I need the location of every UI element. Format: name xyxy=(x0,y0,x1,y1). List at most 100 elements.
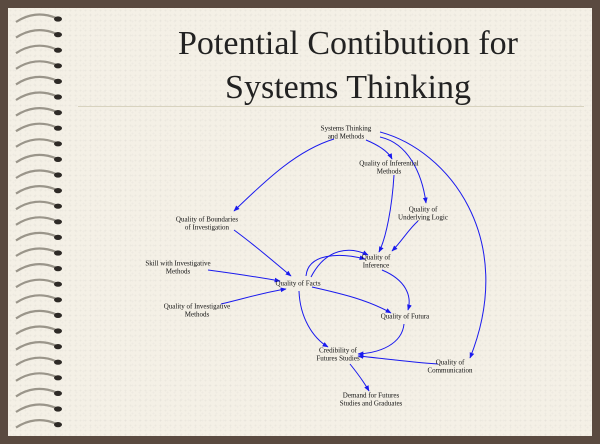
node-quality-facts: Quality of Facts xyxy=(275,280,320,288)
node-label-line: and Methods xyxy=(328,133,365,141)
binding-hole xyxy=(54,47,62,53)
node-label-line: Inference xyxy=(363,262,389,270)
edge-systems_thinking-to-underlying xyxy=(379,136,428,204)
spiral-binding xyxy=(15,13,62,429)
binding-hole xyxy=(54,359,62,365)
node-label-line: Quality of Facts xyxy=(275,280,320,288)
binding-hole xyxy=(54,234,62,240)
node-label-line: Quality of Inferential xyxy=(359,160,419,168)
binding-ring xyxy=(15,107,57,117)
edge-systems_thinking-to-boundaries xyxy=(233,138,335,212)
binding-ring xyxy=(15,341,57,351)
binding-ring xyxy=(15,138,57,148)
binding-ring xyxy=(15,372,57,382)
binding-ring xyxy=(15,356,57,367)
node-quality-futura: Quality of Futura xyxy=(381,313,430,321)
binding-hole xyxy=(54,141,62,147)
edge-inferential-to-inference xyxy=(378,174,395,253)
binding-hole xyxy=(54,219,62,225)
binding-hole xyxy=(54,375,62,381)
binding-hole xyxy=(54,16,62,22)
node-label-line: of Investigation xyxy=(185,224,230,232)
binding-ring xyxy=(15,263,57,273)
binding-ring xyxy=(15,294,57,304)
binding-ring xyxy=(15,44,57,55)
binding-ring xyxy=(15,247,57,257)
node-label-line: Quality of xyxy=(362,254,391,262)
binding-ring xyxy=(15,200,57,211)
diagram-edges xyxy=(207,131,487,392)
node-label-line: Communication xyxy=(427,367,473,375)
node-label-line: Systems Thinking xyxy=(321,125,372,133)
node-label-line: Quality of Futura xyxy=(381,313,430,321)
edge-facts-to-inference xyxy=(305,254,366,277)
binding-hole xyxy=(54,203,62,209)
edge-credibility-to-demand xyxy=(349,363,370,392)
slide-title: Potential Contibution for Systems Thinki… xyxy=(108,22,588,110)
node-label-line: Skill with Investigative xyxy=(145,260,210,268)
title-divider xyxy=(78,106,584,107)
binding-ring xyxy=(15,216,57,226)
node-label-line: Studies and Graduates xyxy=(340,400,403,408)
edge-boundaries-to-facts xyxy=(233,229,292,277)
binding-ring xyxy=(15,169,57,179)
node-label-line: Quality of Investigative xyxy=(164,303,230,311)
binding-ring xyxy=(15,13,57,23)
binding-hole xyxy=(54,250,62,256)
slide-title-line-1: Potential Contibution for xyxy=(178,25,518,62)
edge-facts-loop-top xyxy=(310,249,369,278)
binding-hole xyxy=(54,422,62,428)
binding-ring xyxy=(15,278,57,289)
binding-hole xyxy=(54,94,62,100)
node-label-line: Methods xyxy=(185,311,210,319)
binding-ring xyxy=(15,387,57,398)
binding-hole xyxy=(54,344,62,350)
binding-hole xyxy=(54,32,62,38)
binding-hole xyxy=(54,312,62,318)
binding-hole xyxy=(54,63,62,69)
binding-ring xyxy=(15,153,57,164)
edge-skill-to-facts xyxy=(207,269,281,283)
binding-ring xyxy=(15,75,57,86)
binding-hole xyxy=(54,172,62,178)
edge-facts-to-futura xyxy=(311,286,392,314)
binding-ring xyxy=(15,60,57,70)
binding-hole xyxy=(54,281,62,287)
binding-hole xyxy=(54,188,62,194)
binding-hole xyxy=(54,390,62,396)
binding-hole xyxy=(54,297,62,303)
binding-hole xyxy=(54,328,62,334)
node-label-line: Underlying Logic xyxy=(398,214,448,222)
node-label-line: Quality of Boundaries xyxy=(176,216,238,224)
node-label-line: Quality of xyxy=(436,359,465,367)
node-label-line: Credibility of xyxy=(319,347,358,355)
node-label-line: Methods xyxy=(377,168,402,176)
binding-ring xyxy=(15,403,57,413)
node-label-line: Demand for Futures xyxy=(343,392,400,400)
edge-communication-to-credibility xyxy=(357,354,439,365)
binding-hole xyxy=(54,406,62,412)
edge-investigative-to-facts xyxy=(220,287,287,305)
binding-ring xyxy=(15,185,57,195)
node-label-line: Futures Studies xyxy=(316,355,360,363)
edge-futura-to-credibility xyxy=(357,323,405,357)
edge-facts-to-credibility xyxy=(298,290,329,348)
edge-systems_thinking-to-inferential xyxy=(365,139,393,160)
slide-title-line-2: Systems Thinking xyxy=(225,69,471,106)
binding-ring xyxy=(15,309,57,320)
edge-inference-to-futura xyxy=(381,269,412,311)
binding-hole xyxy=(54,78,62,84)
binding-ring xyxy=(15,122,57,133)
binding-ring xyxy=(15,419,57,429)
